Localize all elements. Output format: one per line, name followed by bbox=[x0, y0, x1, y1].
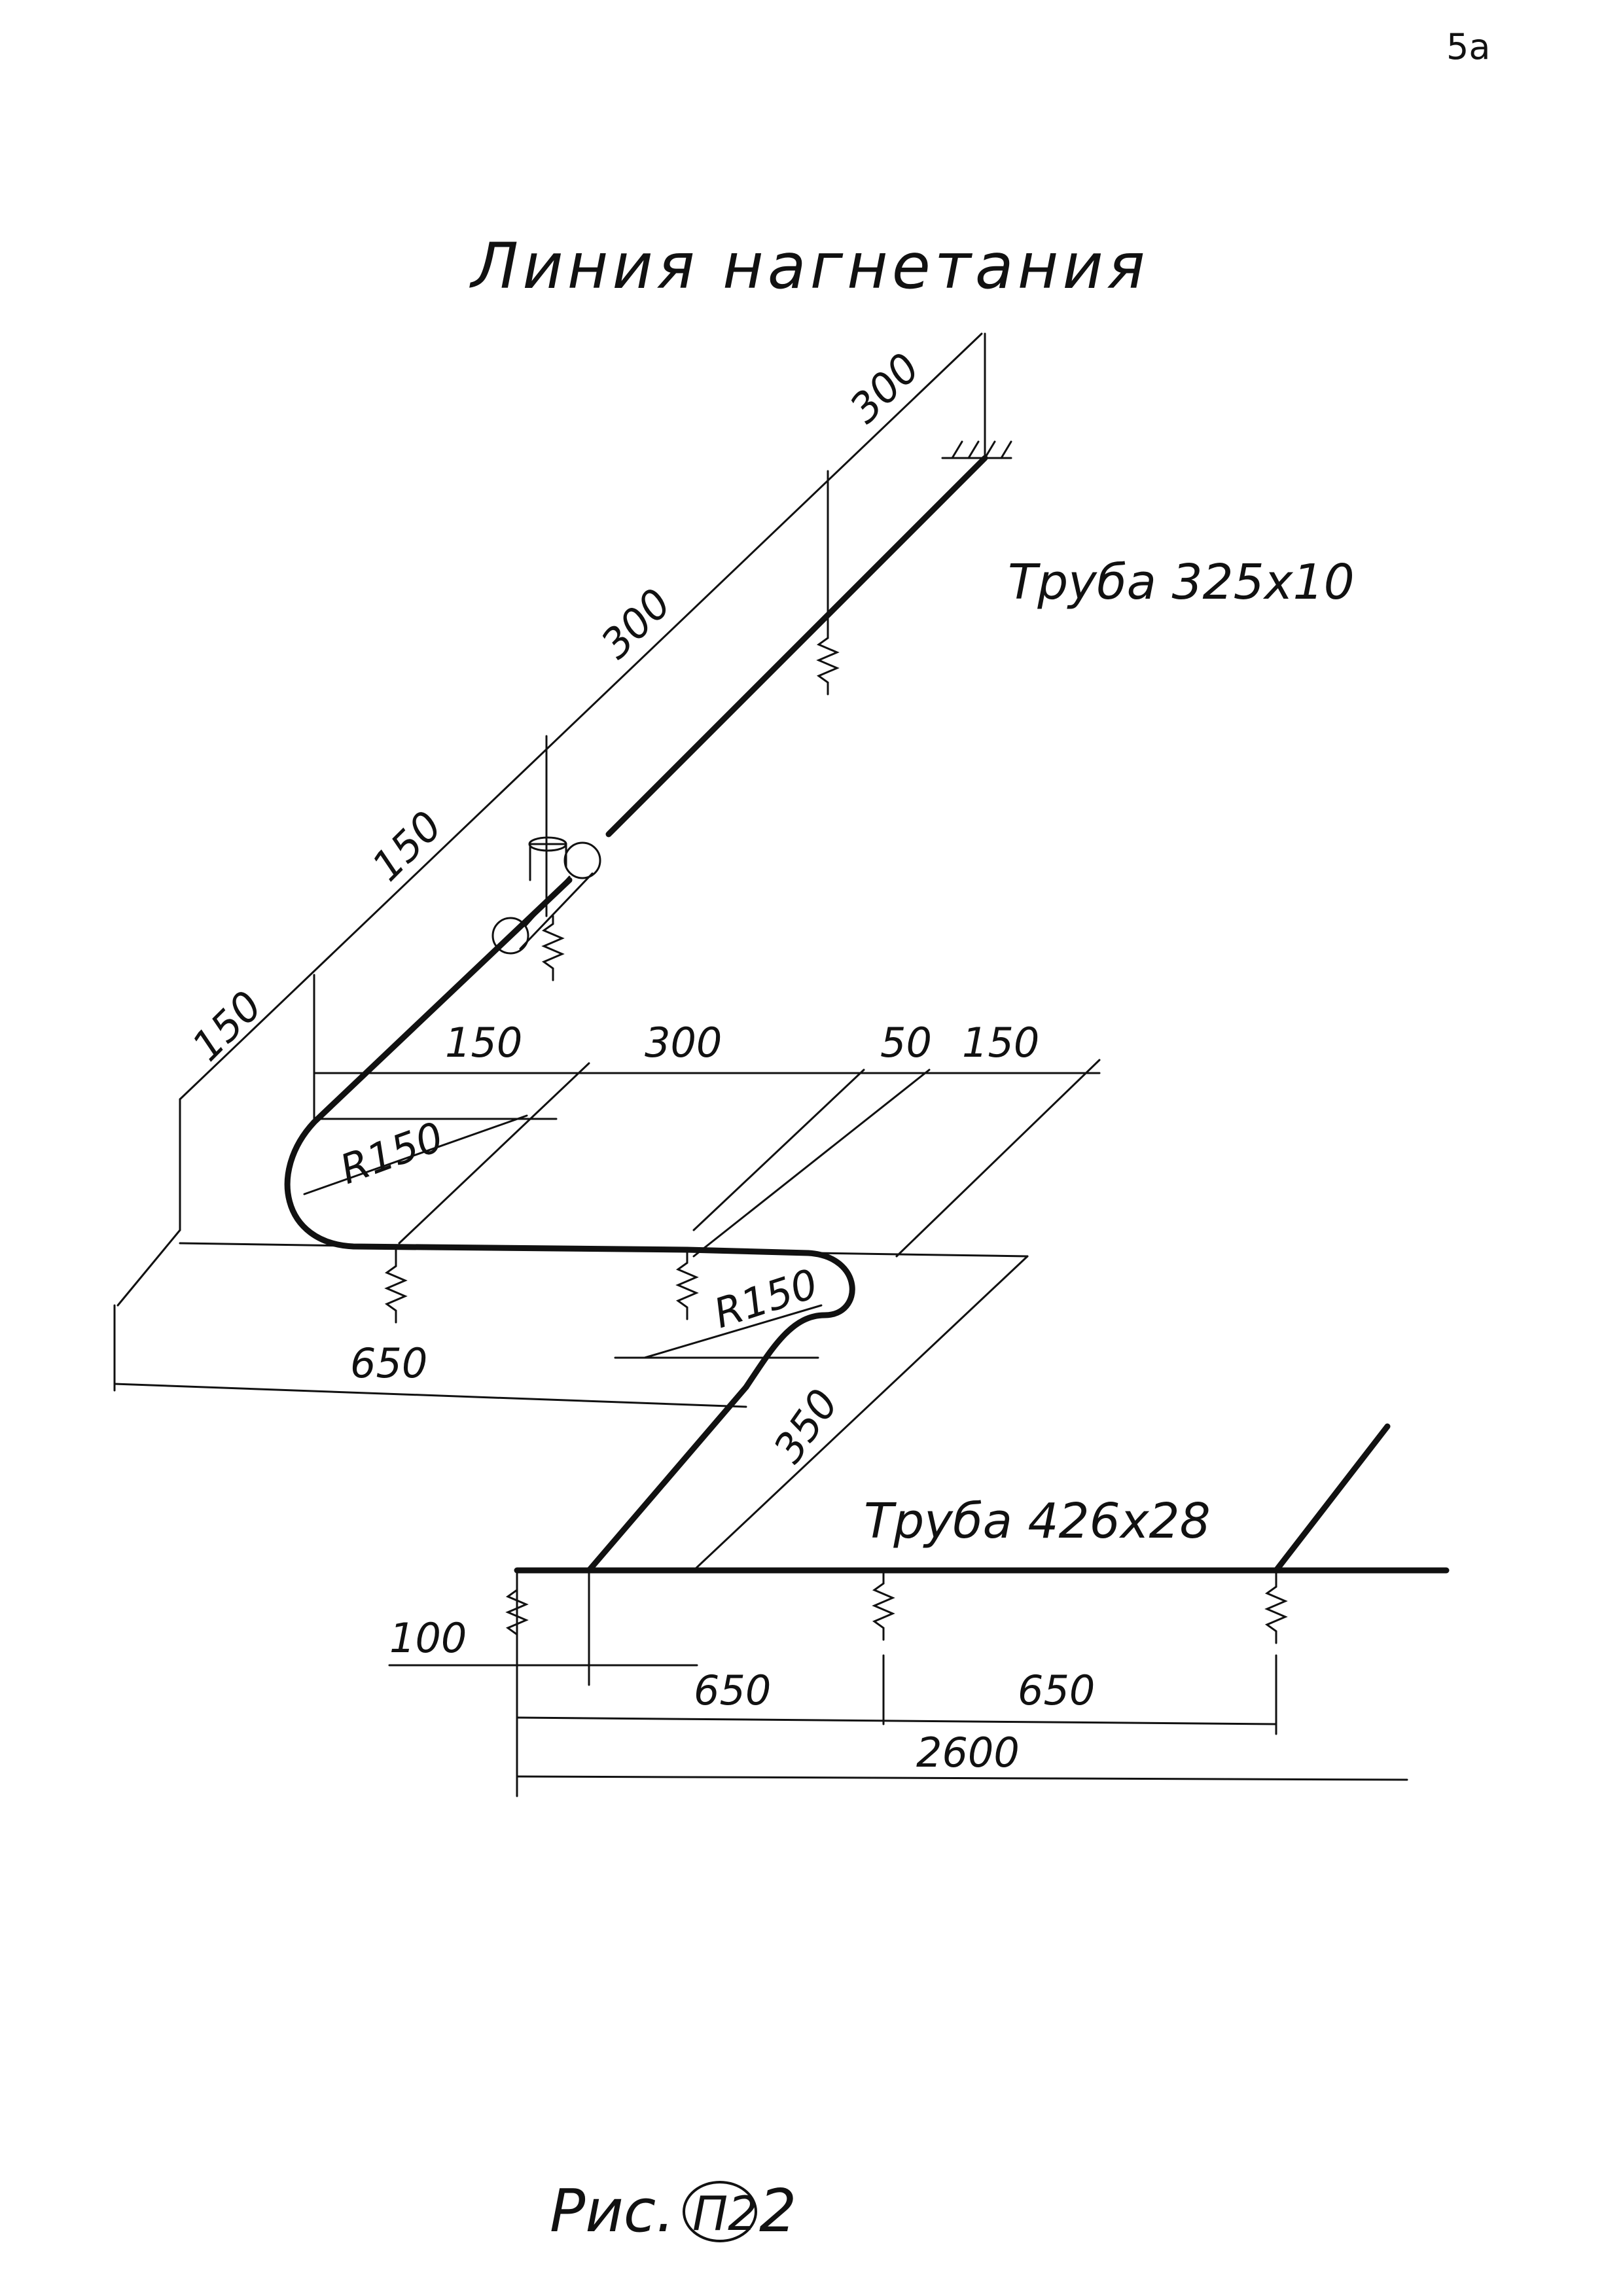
spring-support-icon bbox=[384, 1248, 408, 1324]
dim-300-top: 300 bbox=[840, 344, 929, 432]
dim-650-b: 650 bbox=[1018, 1667, 1095, 1714]
spring-support-icon bbox=[1264, 1569, 1288, 1644]
dim-150-lower: 150 bbox=[183, 981, 271, 1070]
fixed-support-icon bbox=[941, 332, 1012, 459]
dim-2600: 2600 bbox=[916, 1729, 1020, 1776]
dimension-line-650-650 bbox=[516, 1716, 1277, 1725]
dimension-line-upper bbox=[179, 332, 983, 1101]
caption-suffix: 2 bbox=[759, 2177, 796, 2246]
label-pipe-upper: Труба 325x10 bbox=[1008, 554, 1355, 610]
dim-650-left: 650 bbox=[350, 1339, 427, 1387]
dimension-line-350 bbox=[692, 1255, 1029, 1572]
valve-tee-icon bbox=[491, 836, 601, 955]
spring-support-icon bbox=[816, 627, 840, 696]
dim-r150-left: R150 bbox=[334, 1112, 450, 1193]
radius-leader bbox=[303, 1114, 528, 1195]
dim-150-upper: 150 bbox=[363, 802, 451, 890]
caption-circle bbox=[683, 2181, 757, 2242]
lower-pipe-branch bbox=[1273, 1423, 1391, 1574]
caption-prefix: Рис. bbox=[550, 2177, 675, 2246]
dim-100: 100 bbox=[389, 1614, 467, 1662]
dim-300-mid: 300 bbox=[592, 579, 680, 667]
page-number: 5a bbox=[1446, 26, 1490, 67]
lower-diagonal-pipe bbox=[586, 1384, 749, 1574]
drawing-title: Линия нагнетания bbox=[469, 230, 1149, 303]
caption-circled-code: П2 bbox=[692, 2186, 758, 2241]
dim-r150-right: R150 bbox=[708, 1260, 823, 1337]
dim-h150-a: 150 bbox=[445, 1019, 522, 1067]
dim-650-a: 650 bbox=[694, 1667, 771, 1714]
spring-support-icon bbox=[541, 915, 565, 981]
dim-h50: 50 bbox=[880, 1019, 932, 1067]
dim-h150-b: 150 bbox=[962, 1019, 1039, 1067]
bend-left bbox=[284, 1119, 690, 1253]
radius-leader bbox=[643, 1304, 823, 1359]
dimension-line-2600 bbox=[516, 1775, 1408, 1781]
figure-caption: Рис. П2 2 bbox=[550, 2177, 796, 2246]
spring-support-icon bbox=[872, 1569, 895, 1641]
upper-pipe bbox=[311, 455, 988, 1125]
dimension-line-650 bbox=[113, 1383, 747, 1408]
dim-350: 350 bbox=[764, 1381, 847, 1472]
spring-support-icon bbox=[675, 1248, 699, 1320]
bend-right bbox=[684, 1246, 855, 1390]
dim-h300: 300 bbox=[645, 1019, 722, 1067]
label-pipe-lower: Труба 426x28 bbox=[864, 1493, 1211, 1549]
